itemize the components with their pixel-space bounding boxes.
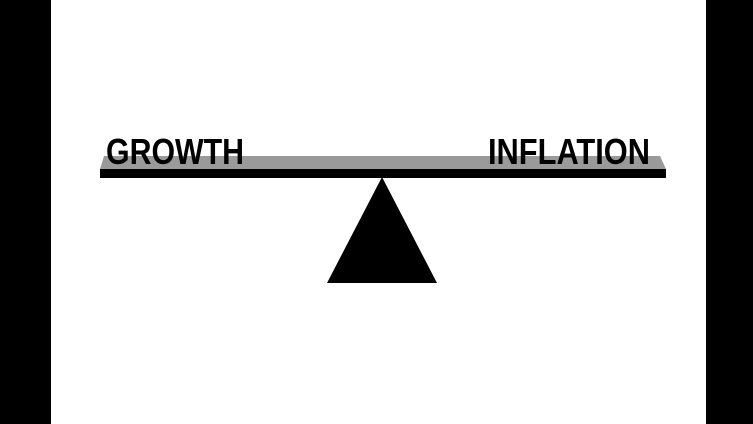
inflation-label: INFLATION (488, 131, 650, 172)
beam (100, 169, 666, 178)
fulcrum-triangle (327, 177, 437, 283)
growth-label: GROWTH (106, 131, 244, 172)
beam-top-surface (100, 156, 666, 169)
